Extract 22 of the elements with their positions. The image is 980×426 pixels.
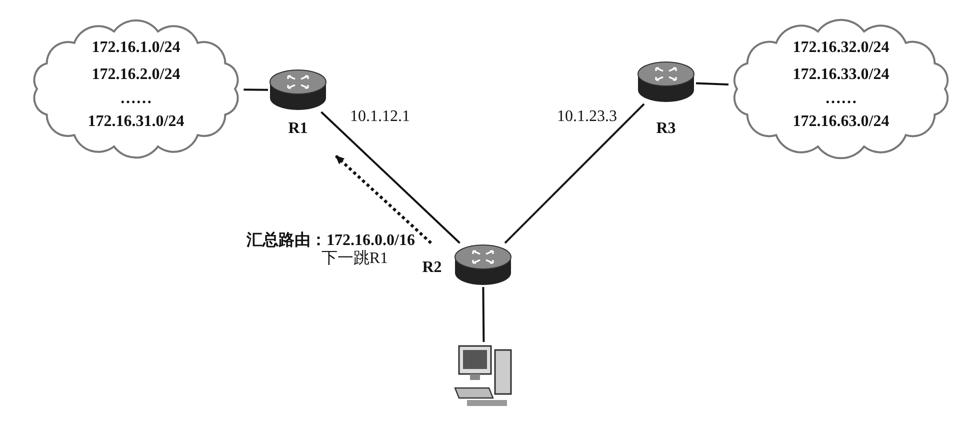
network-address: 172.16.32.0/24 [792,38,890,57]
link-line [482,286,485,342]
router-icon [453,243,513,287]
network-address: 172.16.31.0/24 [88,112,184,131]
router-icon [268,68,328,112]
link-line [320,111,460,244]
link-line [696,82,729,86]
network-address: …… [120,90,152,108]
link-line [504,103,645,244]
router-label: R1 [288,120,308,138]
network-address: 172.16.1.0/24 [92,38,180,57]
route-note: 下一跳R1 [321,249,388,269]
network-address: 172.16.63.0/24 [792,112,890,131]
network-address: …… [825,90,857,108]
route-note: 汇总路由：172.16.0.0/16 [246,230,415,250]
network-address: 172.16.33.0/24 [792,66,890,84]
router-icon [636,60,696,104]
dotted-arrow [334,154,432,244]
network-address: 172.16.2.0/24 [92,66,180,84]
router-label: R3 [656,120,676,138]
router-label: R2 [422,259,442,277]
link-line [244,88,268,91]
